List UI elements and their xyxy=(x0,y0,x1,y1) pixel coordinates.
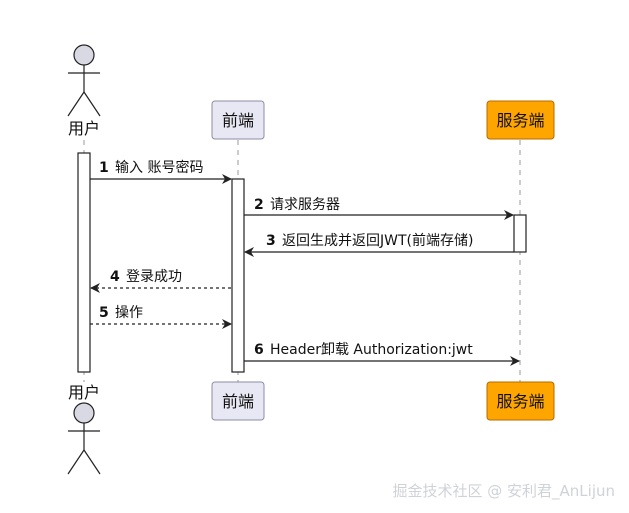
frontend-label-top: 前端 xyxy=(222,111,254,130)
server-activation-bar xyxy=(513,214,527,253)
message-3-number: 3 xyxy=(266,233,276,249)
message-5: 5 操作 xyxy=(90,305,232,329)
message-2: 2 请求服务器 xyxy=(244,197,514,220)
user-actor-head-icon xyxy=(73,44,95,66)
watermark: 掘金技术社区 @ 安利君_AnLijun xyxy=(392,482,615,500)
message-1: 1 输入 账号密码 xyxy=(90,159,232,184)
frontend-activation-bar xyxy=(231,178,245,373)
frontend-label-bottom: 前端 xyxy=(222,392,254,411)
user-actor-top: 用户 xyxy=(67,44,101,138)
user-label-bottom: 用户 xyxy=(68,383,100,402)
message-1-label: 输入 账号密码 xyxy=(115,159,203,176)
message-5-number: 5 xyxy=(99,305,109,321)
message-1-number: 1 xyxy=(99,160,109,176)
message-2-label: 请求服务器 xyxy=(270,197,340,213)
message-6: 6 Header卸载 Authorization:jwt xyxy=(244,342,520,366)
message-6-number: 6 xyxy=(254,342,264,358)
server-participant-top: 服务端 xyxy=(486,100,555,140)
message-3: 3 返回生成并返回JWT(前端存储) xyxy=(244,232,514,257)
message-4-label: 登录成功 xyxy=(126,269,182,285)
user-label-top: 用户 xyxy=(68,119,100,138)
server-label-bottom: 服务端 xyxy=(496,392,544,411)
message-4: 4 登录成功 xyxy=(90,269,231,293)
server-label-top: 服务端 xyxy=(496,111,544,130)
message-4-number: 4 xyxy=(110,269,120,285)
user-activation-bar xyxy=(77,152,91,373)
frontend-participant-top: 前端 xyxy=(211,100,265,140)
frontend-participant-bottom: 前端 xyxy=(211,381,265,421)
message-6-label: Header卸载 Authorization:jwt xyxy=(270,342,473,358)
message-2-number: 2 xyxy=(254,197,264,213)
user-actor-head-icon-bottom xyxy=(73,402,95,424)
server-participant-bottom: 服务端 xyxy=(486,381,555,421)
user-actor-bottom: 用户 xyxy=(67,383,101,475)
message-5-label: 操作 xyxy=(115,305,143,321)
message-3-label: 返回生成并返回JWT(前端存储) xyxy=(282,232,473,249)
